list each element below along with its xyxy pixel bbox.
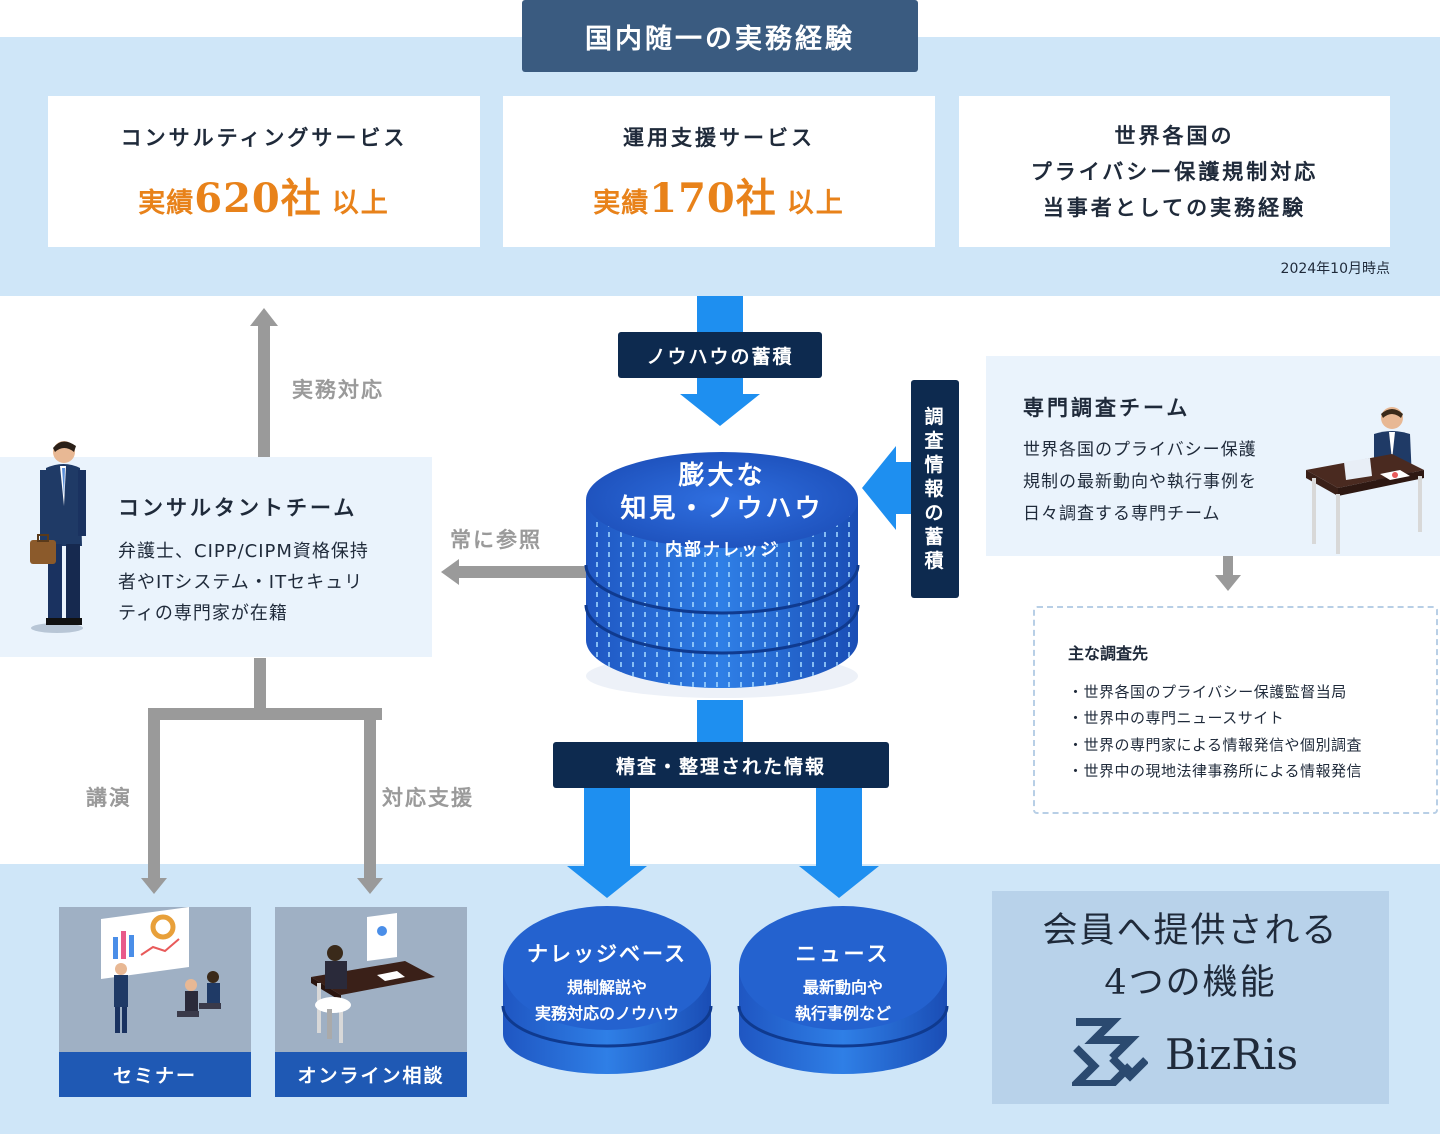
research-accum-char: 調 [924, 406, 946, 428]
online-consult-label: オンライン相談 [275, 1052, 467, 1097]
top-title: 国内随一の実務経験 [522, 0, 918, 72]
refer-arrow-head [441, 559, 459, 585]
source-item: ・世界中の現地法律事務所による情報発信 [1068, 762, 1363, 780]
knowledge-database-icon [584, 452, 860, 698]
seminar-tile: セミナー [59, 907, 251, 1097]
news-line-1: 最新動向や [802, 978, 883, 997]
tree-stem [254, 658, 266, 714]
online-consult-tile: オンライン相談 [275, 907, 467, 1097]
refined-arrow-stem [697, 700, 743, 742]
kb-arrow-head [567, 866, 647, 898]
news-arrow-head [799, 866, 879, 898]
knowhow-label: ノウハウの蓄積 [618, 332, 822, 378]
research-accumulation-label: 調 査 情 報 の 蓄 積 [911, 380, 959, 598]
research-accum-char: 蓄 [924, 526, 946, 548]
news-title: ニュース [795, 942, 891, 966]
consulting-stat: 実績 620社 以上 [138, 166, 390, 224]
research-accum-char: 査 [924, 430, 946, 452]
source-item: ・世界中の専門ニュースサイト [1068, 709, 1285, 727]
features-title-line-1: 会員へ提供される [1042, 911, 1339, 951]
consulting-stat-number: 620社 [194, 174, 322, 222]
experience-line-1: 世界各国の [1114, 123, 1235, 148]
features-title-line-2: 4つの機能 [1104, 963, 1277, 1003]
refer-arrow-shaft [458, 566, 586, 578]
research-accum-char: 情 [924, 454, 946, 476]
practical-label: 実務対応 [292, 378, 384, 402]
support-arrow-shaft [364, 708, 376, 880]
knowledge-base-line-1: 規制解説や [566, 978, 647, 997]
news-cylinder [737, 906, 949, 1074]
brand-name: BizRis [1165, 1030, 1299, 1079]
sources-title: 主な調査先 [1068, 644, 1149, 663]
lecture-arrow-head [141, 878, 167, 894]
online-consultation-icon [311, 913, 435, 1043]
source-item: ・世界の専門家による情報発信や個別調査 [1068, 736, 1363, 754]
kb-arrow-shaft [584, 788, 630, 868]
operation-stat-prefix: 実績 [593, 187, 650, 219]
operation-stat: 実績 170社 以上 [593, 166, 845, 224]
knowledge-base-title: ナレッジベース [527, 942, 687, 966]
businessman-icon [30, 441, 86, 633]
seminar-presentation-icon [101, 907, 221, 1033]
consulting-card-title: コンサルティングサービス [120, 125, 408, 150]
support-label: 対応支援 [382, 786, 474, 810]
consulting-stat-suffix: 以上 [331, 187, 390, 219]
practical-arrow-shaft [258, 326, 270, 457]
research-accum-char: の [924, 502, 946, 524]
consulting-card: コンサルティングサービス 実績 620社 以上 [48, 96, 480, 247]
research-title: 専門調査チーム [1023, 396, 1191, 420]
experience-line-3: 当事者としての実務経験 [1042, 195, 1307, 220]
experience-line-2: プライバシー保護規制対応 [1030, 159, 1319, 184]
researcher-at-desk-icon [1306, 407, 1424, 554]
core-db-line-2: 知見・ノウハウ [620, 494, 824, 524]
research-arrow [862, 446, 912, 530]
knowledge-base-line-2: 実務対応のノウハウ [534, 1004, 679, 1023]
date-note: 2024年10月時点 [1280, 261, 1390, 277]
sources-arrow-shaft [1223, 556, 1233, 576]
consultant-desc-line-1: 弁護士、CIPP/CIPM資格保持 [118, 541, 369, 562]
refer-label: 常に参照 [450, 528, 542, 552]
sources-arrow-head [1215, 575, 1241, 591]
core-db-sub: 内部ナレッジ [665, 540, 779, 560]
consultant-description: 弁護士、CIPP/CIPM資格保持 者やITシステム・ITセキュリ ティの専門家… [118, 536, 408, 629]
research-desc-line-3: 日々調査する専門チーム [1023, 504, 1221, 524]
source-item: ・世界各国のプライバシー保護監督当局 [1068, 683, 1347, 701]
consulting-stat-prefix: 実績 [138, 187, 195, 219]
tree-bar [148, 708, 382, 720]
operation-stat-number: 170社 [649, 174, 777, 222]
research-accum-char: 報 [924, 478, 946, 500]
research-accum-char: 積 [924, 550, 946, 572]
consultant-desc-line-3: ティの専門家が在籍 [118, 603, 288, 624]
support-arrow-head [357, 878, 383, 894]
features-title: 会員へ提供される 4つの機能 [992, 905, 1389, 1009]
research-description: 世界各国のプライバシー保護 規制の最新動向や執行事例を 日々調査する専門チーム [1023, 434, 1313, 530]
core-db-line-1: 膨大な [678, 461, 766, 491]
news-line-2: 執行事例など [794, 1004, 891, 1023]
lecture-arrow-shaft [148, 708, 160, 880]
operation-stat-suffix: 以上 [786, 187, 845, 219]
features-box [992, 891, 1389, 1104]
research-desc-line-2: 規制の最新動向や執行事例を [1023, 472, 1257, 492]
seminar-label: セミナー [59, 1052, 251, 1097]
bizris-logo-icon [1072, 1018, 1148, 1086]
operation-card-title: 運用支援サービス [623, 125, 815, 150]
practical-arrow-head [250, 308, 278, 326]
sources-box [1033, 606, 1438, 814]
research-box [986, 356, 1440, 556]
news-arrow-shaft [816, 788, 862, 868]
consultant-title: コンサルタントチーム [118, 496, 358, 520]
knowledge-base-cylinder [501, 906, 713, 1074]
research-desc-line-1: 世界各国のプライバシー保護 [1023, 440, 1257, 460]
refined-info-label: 精査・整理された情報 [553, 742, 889, 788]
experience-card: 世界各国の プライバシー保護規制対応 当事者としての実務経験 [959, 96, 1390, 247]
operation-card: 運用支援サービス 実績 170社 以上 [503, 96, 935, 247]
consultant-desc-line-2: 者やITシステム・ITセキュリ [118, 572, 364, 593]
lecture-label: 講演 [86, 786, 132, 810]
knowhow-arrow-head [680, 394, 760, 426]
